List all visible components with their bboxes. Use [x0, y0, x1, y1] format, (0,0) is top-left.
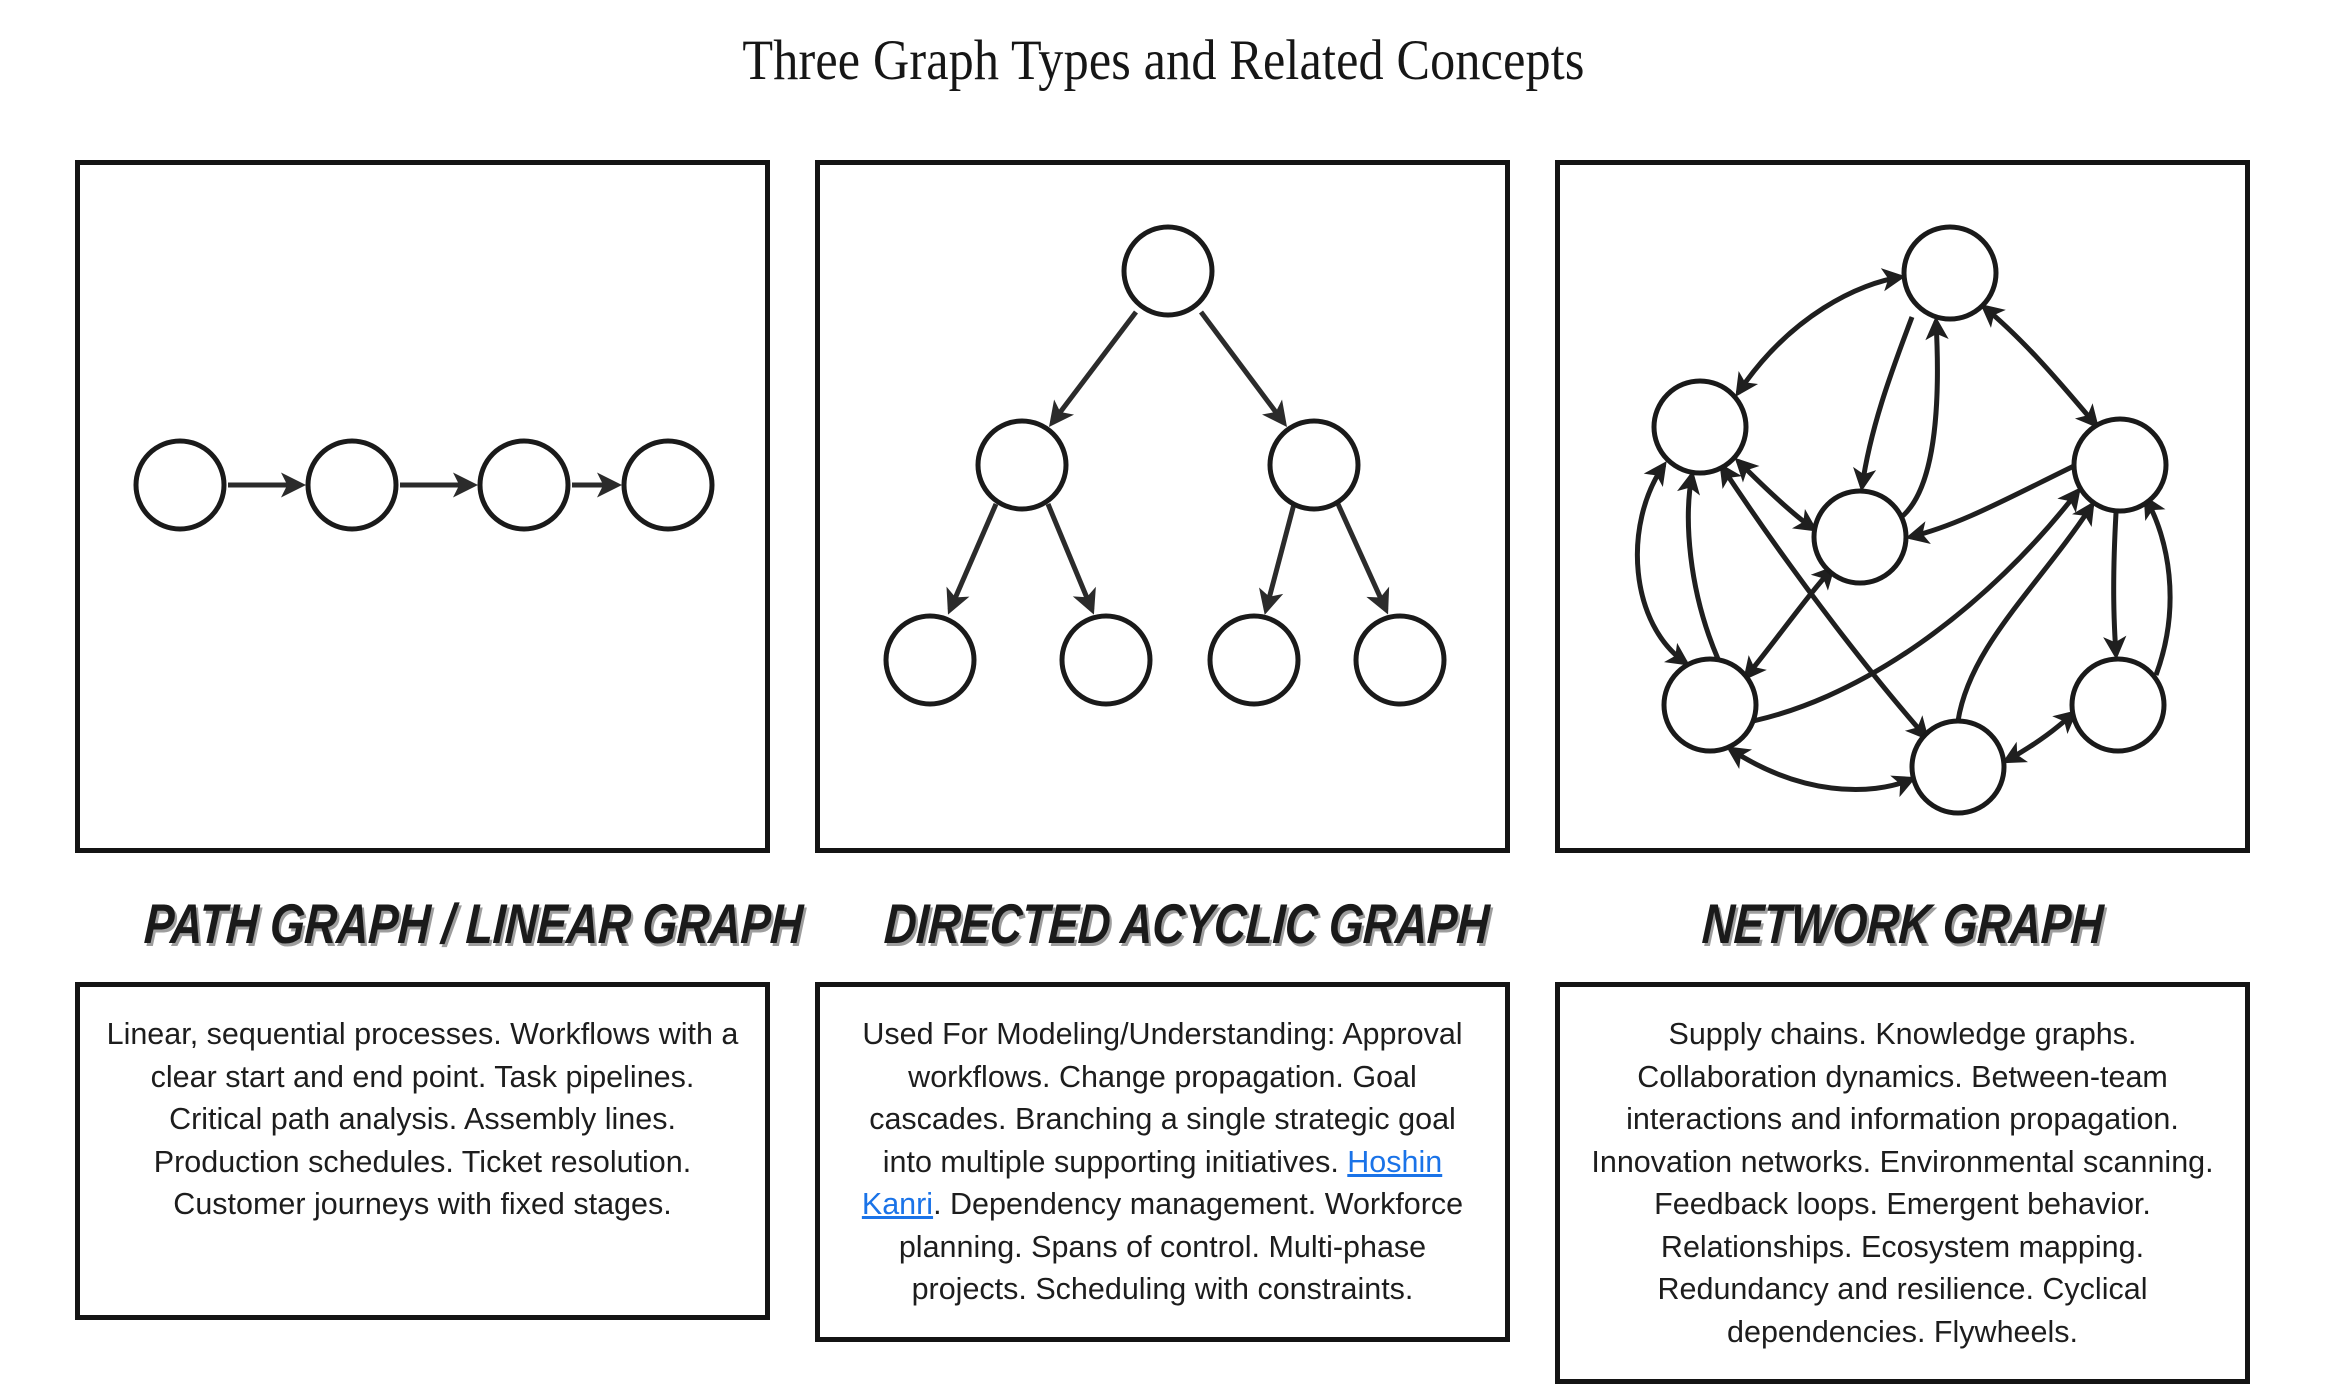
node-l4 [1353, 613, 1447, 707]
edge-bottomleft-left [1677, 470, 1721, 660]
network-graph-nodes [1651, 224, 2169, 816]
description-box-path-graph: Linear, sequential processes. Workflows … [75, 982, 770, 1320]
description-text-run: Supply chains. Knowledge graphs. Collabo… [1591, 1017, 2214, 1349]
description-text-network-graph: Supply chains. Knowledge graphs. Collabo… [1582, 1013, 2223, 1353]
edge-left-bottomleft [1634, 461, 1690, 666]
node-n-bottomright [2069, 656, 2167, 754]
dag-svg [883, 224, 1447, 707]
description-box-network-graph: Supply chains. Knowledge graphs. Collabo… [1555, 982, 2250, 1384]
edge-root-m1 [1048, 310, 1138, 427]
node-n-left [1651, 378, 1749, 476]
dag-nodes [883, 224, 1447, 707]
description-text-run: Linear, sequential processes. Workflows … [106, 1017, 739, 1221]
heading-directed-acyclic-graph: Directed Acyclic Graph [882, 892, 1491, 955]
node-n-right [2071, 416, 2169, 514]
edge-left-top [1735, 268, 1906, 397]
description-text-run: Used For Modeling/Understanding: Approva… [862, 1017, 1463, 1179]
heading-path-graph: Path Graph / Linear Graph [142, 892, 805, 955]
node-l2 [1059, 613, 1153, 707]
edge-left-bottomcenter [1719, 463, 1930, 741]
node-p1 [133, 438, 227, 532]
description-text-run: . Dependency management. Workforce plann… [898, 1187, 1464, 1306]
edge-m2-l3 [1259, 503, 1297, 615]
edge-m1-l1 [946, 503, 999, 615]
edge-top-right [1980, 304, 2100, 429]
node-m2 [1267, 418, 1361, 512]
node-root [1121, 224, 1215, 318]
column-directed-acyclic-graph: Directed Acyclic Graph Used For Modeling… [815, 160, 1510, 1342]
node-n-top [1901, 224, 1999, 322]
node-n-center [1811, 488, 1909, 586]
edge-center-top [1894, 316, 1949, 524]
page-title: Three Graph Types and Related Concepts [742, 29, 1585, 92]
description-text-path-graph: Linear, sequential processes. Workflows … [102, 1013, 743, 1226]
network-graph-svg [1634, 224, 2173, 816]
network-graph-edges [1634, 268, 2173, 798]
edge-m1-l2 [1045, 503, 1096, 615]
node-l3 [1207, 613, 1301, 707]
edge-root-m2 [1198, 310, 1287, 428]
path-graph-nodes [133, 438, 715, 532]
node-n-bottomcenter [1909, 718, 2007, 816]
edge-bottomleft-bottomcenter [1726, 746, 1917, 798]
node-p3 [477, 438, 571, 532]
heading-network-graph: Network Graph [1700, 892, 2105, 955]
edge-left-center [1734, 457, 1818, 532]
edge-bottomleft-center [1743, 565, 1836, 681]
description-hyperlink[interactable]: Hoshin Kanri [861, 1144, 1443, 1222]
edge-bottomright-right [2143, 494, 2173, 676]
column-path-graph: Path Graph / Linear Graph Linear, sequen… [75, 160, 805, 1320]
node-n-bottomleft [1661, 656, 1759, 754]
node-m1 [975, 418, 1069, 512]
edge-top-center [1853, 316, 1915, 492]
description-box-directed-acyclic-graph: Used For Modeling/Understanding: Approva… [815, 982, 1510, 1342]
description-text-directed-acyclic-graph: Used For Modeling/Understanding: Approva… [842, 1013, 1483, 1311]
network-graph-panel [1555, 160, 2250, 853]
edge-right-bottomright [2103, 512, 2127, 660]
node-p4 [621, 438, 715, 532]
edge-bottomcenter-right [1955, 501, 2095, 722]
dag-panel [815, 160, 1510, 853]
dag-edges [946, 310, 1390, 615]
edge-m2-l4 [1335, 502, 1390, 615]
edge-bottomcenter-bottomright [2001, 709, 2078, 764]
node-l1 [883, 613, 977, 707]
path-graph-svg [133, 438, 715, 532]
column-network-graph: Network Graph Supply chains. Knowledge g… [1555, 160, 2250, 1384]
node-p2 [305, 438, 399, 532]
path-graph-panel [75, 160, 770, 853]
